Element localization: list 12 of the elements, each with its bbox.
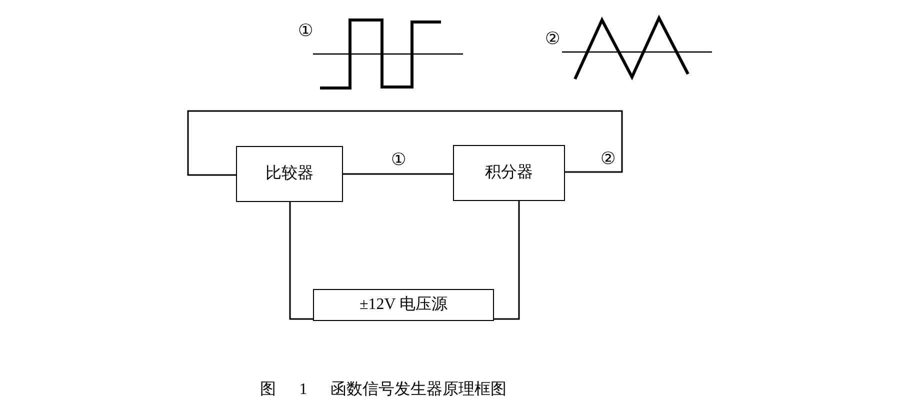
connector-line [343,173,453,175]
figure-caption: 图 1 函数信号发生器原理框图 [260,380,506,400]
block-box: 比较器 [236,146,343,202]
waveform-label: ② [545,30,560,47]
waveform-label: ① [298,22,313,39]
edge-label: ① [390,151,407,168]
block-box: 积分器 [453,145,565,201]
connector-line [289,202,313,320]
connector-line [494,201,520,320]
edge-label: ② [600,150,616,167]
connector-line [187,110,623,176]
block-box: ±12V 电压源 [313,289,494,321]
